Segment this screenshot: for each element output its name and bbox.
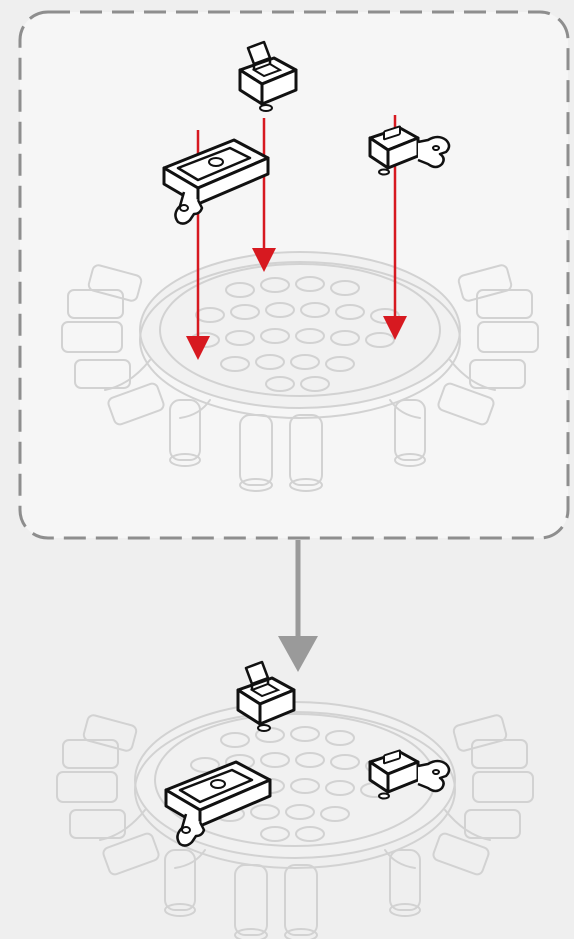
- step-arrow: [278, 540, 318, 672]
- result-assembly: [57, 662, 533, 939]
- ghost-base-result: [57, 702, 533, 939]
- callout-panel: [20, 12, 568, 538]
